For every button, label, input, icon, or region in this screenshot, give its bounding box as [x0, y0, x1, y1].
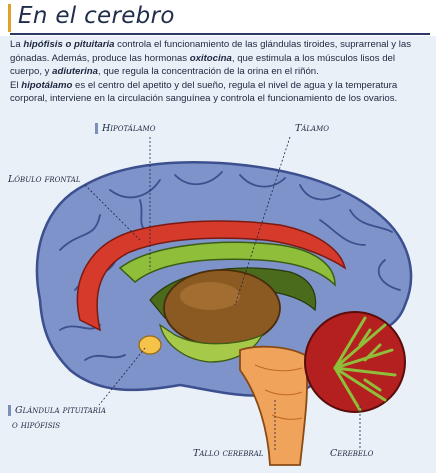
label-hipofisis: o hipófisis	[12, 420, 61, 431]
label-lobulo-frontal: Lóbulo frontal	[8, 174, 81, 185]
intro-text: La hipófisis o pituitaria controla el fu…	[10, 38, 428, 106]
page-title: En el cerebro	[18, 3, 175, 29]
term-oxitocina: oxitocina	[189, 52, 232, 64]
corpus-callosum	[118, 241, 336, 287]
thalamus-highlight	[180, 282, 240, 310]
intro-paragraph-2: El hipotálamo es el centro del apetito y…	[10, 79, 398, 105]
label-hipotalamo: Hipotálamo	[95, 123, 160, 134]
label-glandula-pituitaria: Glándula pituitaria	[8, 405, 110, 416]
title-rule	[10, 33, 430, 35]
label-tallo-cerebral: Tallo cerebral	[193, 448, 264, 459]
term-hipotalamo: hipotálamo	[21, 79, 73, 91]
term-adiuterina: adiuterina	[52, 66, 98, 78]
leader-lines	[84, 136, 361, 450]
cerebellum-arbor	[333, 316, 397, 412]
title-bar: En el cerebro	[0, 0, 436, 35]
cingulate-gyrus	[76, 220, 347, 332]
brain-stem	[239, 345, 308, 466]
label-talamo: Tálamo	[295, 123, 330, 134]
term-hipofisis: hipófisis o pituitaria	[23, 39, 115, 50]
label-cerebelo: Cerebelo	[330, 448, 374, 459]
title-accent	[8, 4, 11, 32]
pituitary-gland	[138, 335, 162, 355]
intro-paragraph-1: La hipófisis o pituitaria controla el fu…	[10, 39, 412, 78]
